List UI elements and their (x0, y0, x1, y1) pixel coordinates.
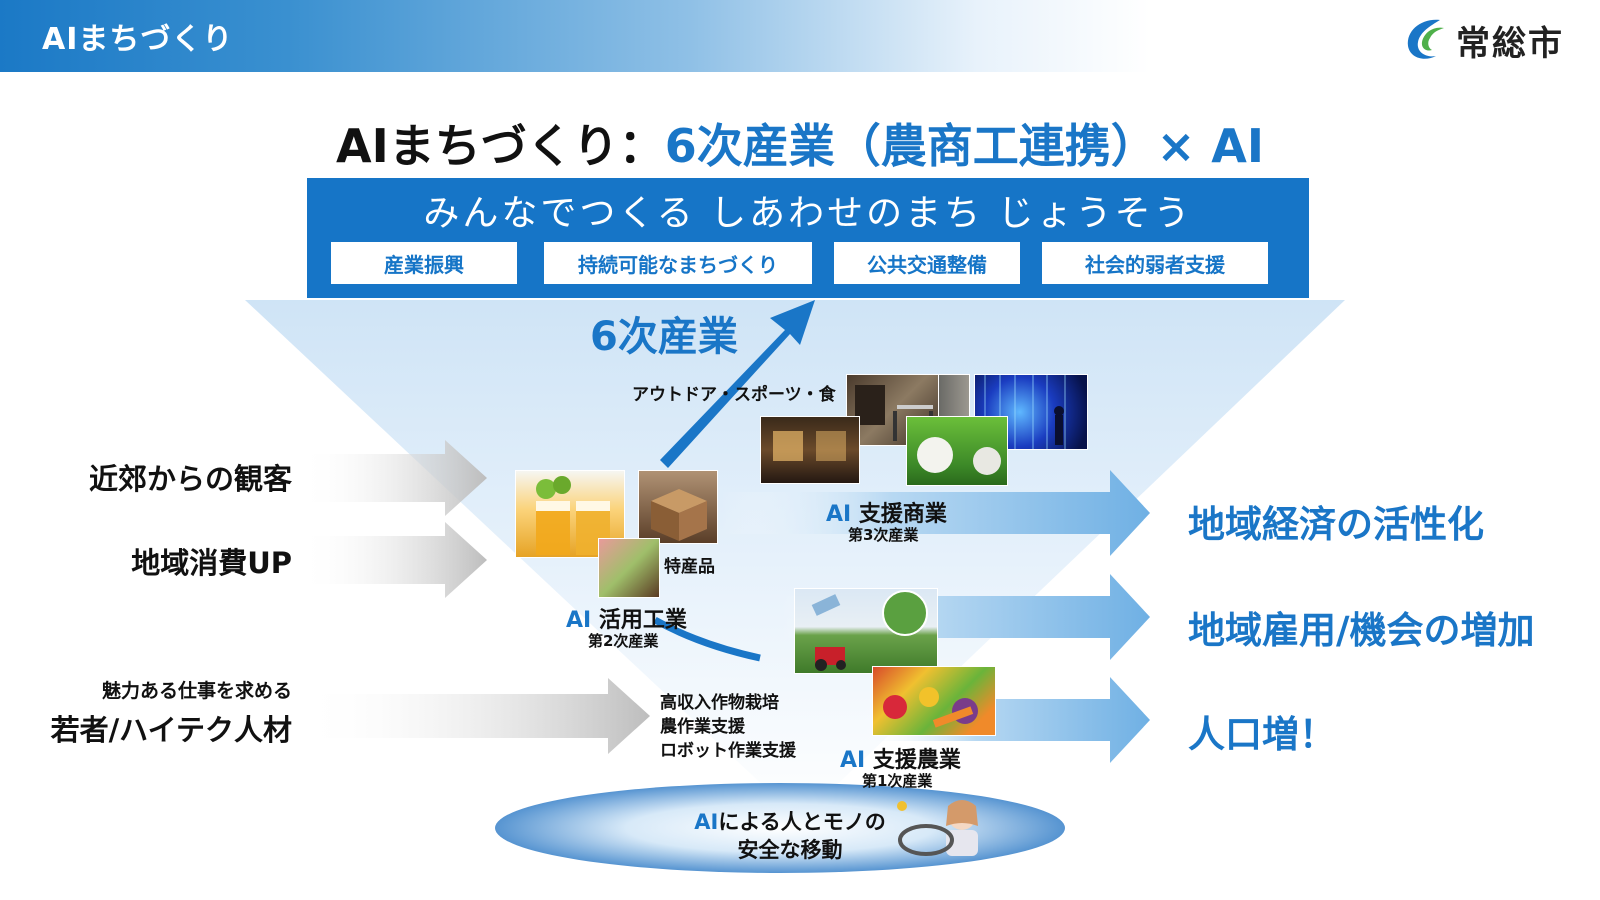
ai-prefix: AI (840, 748, 866, 773)
glamping-photo (906, 416, 1008, 486)
pillar-sustainable: 持続可能なまちづくり (544, 242, 812, 284)
pillar-transport: 公共交通整備 (834, 242, 1020, 284)
heading-highlight: 6次産業（農商工連携）× AI (664, 119, 1264, 173)
sector-industry-sub: 第2次産業 (588, 632, 659, 650)
autonomous-driving-icon (897, 800, 978, 856)
slogan-box: みんなでつくる しあわせのまち じょうそう 産業振興 持続可能なまちづくり 公共… (307, 178, 1309, 298)
result-employment: 地域雇用/機会の増加 (1188, 609, 1535, 652)
sector-agriculture-sub: 第1次産業 (862, 772, 933, 790)
cabin-photo (760, 416, 860, 484)
pillar-social-support: 社会的弱者支援 (1042, 242, 1268, 284)
city-logo-icon (1407, 19, 1444, 59)
masu-sake-photo (638, 470, 718, 544)
slogan-text: みんなでつくる しあわせのまち じょうそう (423, 193, 1193, 234)
heading-prefix: AIまちづくり： (336, 119, 665, 173)
sector-industry-name: 活用工業 (598, 608, 687, 633)
result-population: 人口増！ (1188, 713, 1336, 756)
label-talent: 若者/ハイテク人材 (50, 713, 292, 747)
city-name: 常総市 (1456, 24, 1564, 64)
mobility-text: AIによる人とモノの 安全な移動 (690, 808, 890, 865)
mobility-line1: による人とモノの (718, 810, 886, 834)
blue-arrow (780, 574, 1150, 660)
sixth-industry-label: 6次産業 (590, 314, 738, 360)
slide-title: AIまちづくり (42, 22, 234, 57)
main-heading: AIまちづくり：6次産業（農商工連携）× AI (0, 110, 1600, 176)
ai-prefix: AI (694, 810, 719, 834)
ai-prefix: AI (566, 608, 592, 633)
specialty-label: 特産品 (664, 557, 715, 577)
sector-agriculture: AI 支援農業 (840, 742, 961, 774)
gray-arrow (300, 440, 487, 516)
gray-arrow (300, 522, 487, 598)
agri-feature-item: 農作業支援 (660, 716, 745, 737)
result-economy: 地域経済の活性化 (1188, 503, 1484, 546)
sweets-photo (598, 538, 660, 598)
curve-arrow (653, 616, 761, 662)
label-talent-caption: 魅力ある仕事を求める (101, 680, 292, 702)
smart-farm-photo (794, 588, 938, 674)
agri-features: 高収入作物栽培 農作業支援 ロボット作業支援 (660, 692, 796, 763)
blue-arrow (860, 677, 1150, 763)
gray-arrow (300, 678, 650, 754)
outdoor-label: アウトドア・スポーツ・食 (632, 385, 836, 405)
header-band (0, 0, 1150, 72)
sector-industry: AI 活用工業 (566, 602, 687, 634)
sector-commerce: AI 支援商業 (826, 496, 947, 528)
sector-commerce-name: 支援商業 (858, 502, 947, 527)
sector-commerce-sub: 第3次産業 (848, 526, 919, 544)
pillar-industry: 産業振興 (331, 242, 517, 284)
mobility-line2: 安全な移動 (737, 838, 843, 863)
ai-prefix: AI (826, 502, 852, 527)
sixth-industry-arrow (660, 300, 815, 468)
vegetables-photo (872, 666, 996, 736)
sector-agriculture-name: 支援農業 (872, 748, 961, 773)
label-consumption: 地域消費UP (131, 546, 292, 580)
agri-feature-item: 高収入作物栽培 (660, 693, 779, 713)
label-visitors: 近郊からの観客 (88, 462, 292, 496)
blue-arrow (720, 470, 1150, 556)
agri-feature-item: ロボット作業支援 (660, 740, 796, 761)
